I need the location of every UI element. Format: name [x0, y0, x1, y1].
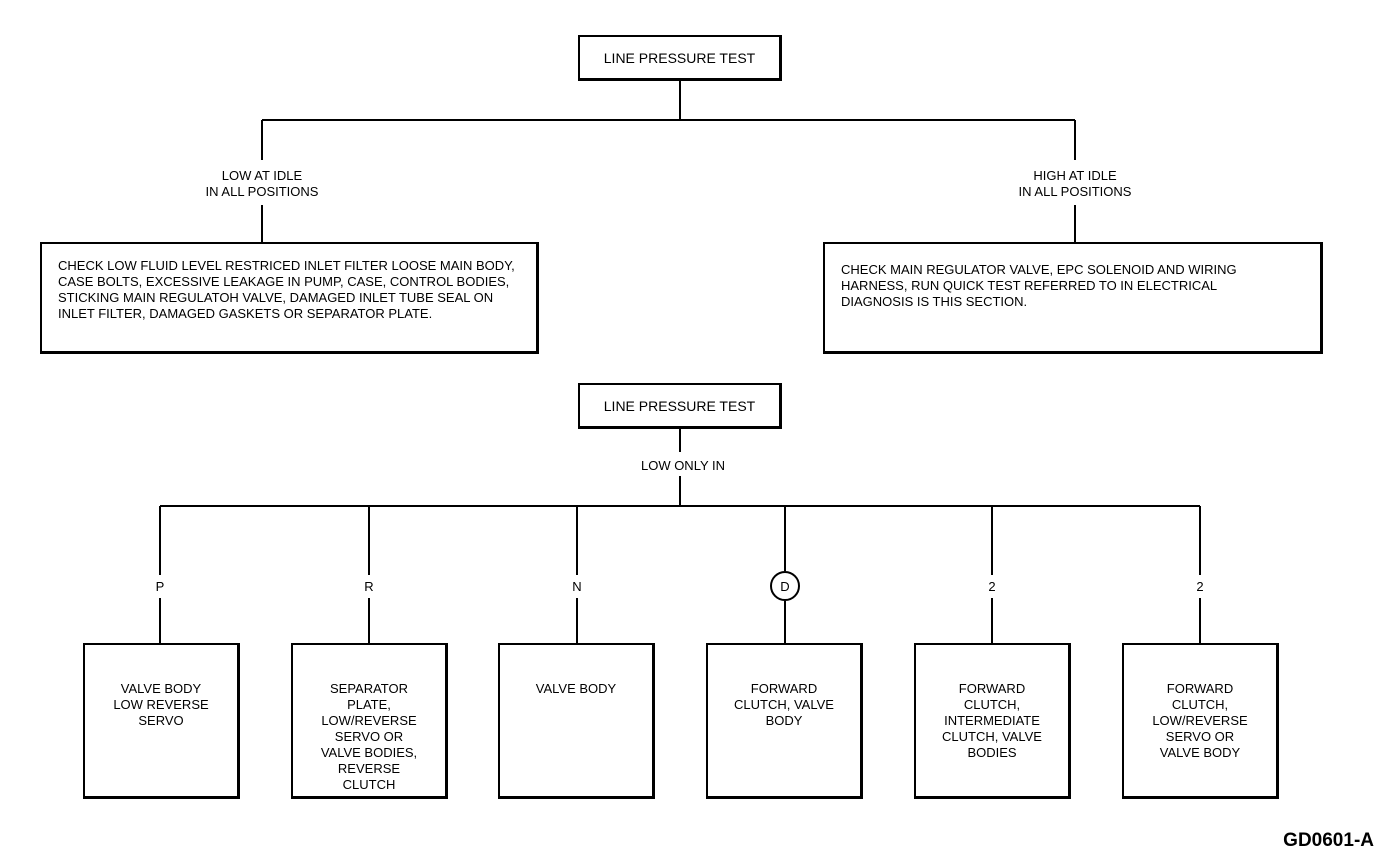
- result-text-d: FORWARD CLUTCH, VALVE BODY: [734, 681, 834, 728]
- result-box-2: FORWARD CLUTCH, INTERMEDIATE CLUTCH, VAL…: [914, 643, 1071, 799]
- figure-code: GD0601-A: [1283, 830, 1374, 851]
- top-title: LINE PRESSURE TEST: [603, 49, 756, 66]
- bottom-title-box: LINE PRESSURE TEST: [578, 383, 782, 429]
- position-label-n: N: [572, 579, 582, 594]
- result-text-r: SEPARATOR PLATE, LOW/REVERSE SERVO OR VA…: [320, 681, 418, 792]
- position-label-d-circled: D: [770, 571, 800, 601]
- result-box-2-alt: FORWARD CLUTCH, LOW/REVERSE SERVO OR VAL…: [1122, 643, 1279, 799]
- position-label-r: R: [364, 579, 374, 594]
- high-at-idle-action: CHECK MAIN REGULATOR VALVE, EPC SOLENOID…: [841, 262, 1237, 309]
- result-text-n: VALVE BODY: [535, 681, 617, 696]
- high-at-idle-action-box: CHECK MAIN REGULATOR VALVE, EPC SOLENOID…: [823, 242, 1323, 354]
- position-label-d: D: [780, 578, 790, 594]
- high-at-idle-label: HIGH AT IDLE IN ALL POSITIONS: [1018, 168, 1132, 199]
- result-box-p: VALVE BODY LOW REVERSE SERVO: [83, 643, 240, 799]
- low-only-in-label: LOW ONLY IN: [640, 458, 726, 473]
- top-title-box: LINE PRESSURE TEST: [578, 35, 782, 81]
- bottom-title: LINE PRESSURE TEST: [603, 397, 756, 414]
- result-text-p: VALVE BODY LOW REVERSE SERVO: [113, 681, 209, 728]
- low-at-idle-label: LOW AT IDLE IN ALL POSITIONS: [205, 168, 319, 199]
- low-at-idle-action: CHECK LOW FLUID LEVEL RESTRICED INLET FI…: [58, 258, 515, 321]
- result-text-2-alt: FORWARD CLUTCH, LOW/REVERSE SERVO OR VAL…: [1152, 681, 1248, 760]
- position-label-2: 2: [988, 579, 996, 594]
- result-box-r: SEPARATOR PLATE, LOW/REVERSE SERVO OR VA…: [291, 643, 448, 799]
- position-label-2-alt: 2: [1196, 579, 1204, 594]
- result-box-n: VALVE BODY: [498, 643, 655, 799]
- position-label-p: P: [155, 579, 165, 594]
- result-text-2: FORWARD CLUTCH, INTERMEDIATE CLUTCH, VAL…: [942, 681, 1042, 760]
- low-at-idle-action-box: CHECK LOW FLUID LEVEL RESTRICED INLET FI…: [40, 242, 539, 354]
- result-box-d: FORWARD CLUTCH, VALVE BODY: [706, 643, 863, 799]
